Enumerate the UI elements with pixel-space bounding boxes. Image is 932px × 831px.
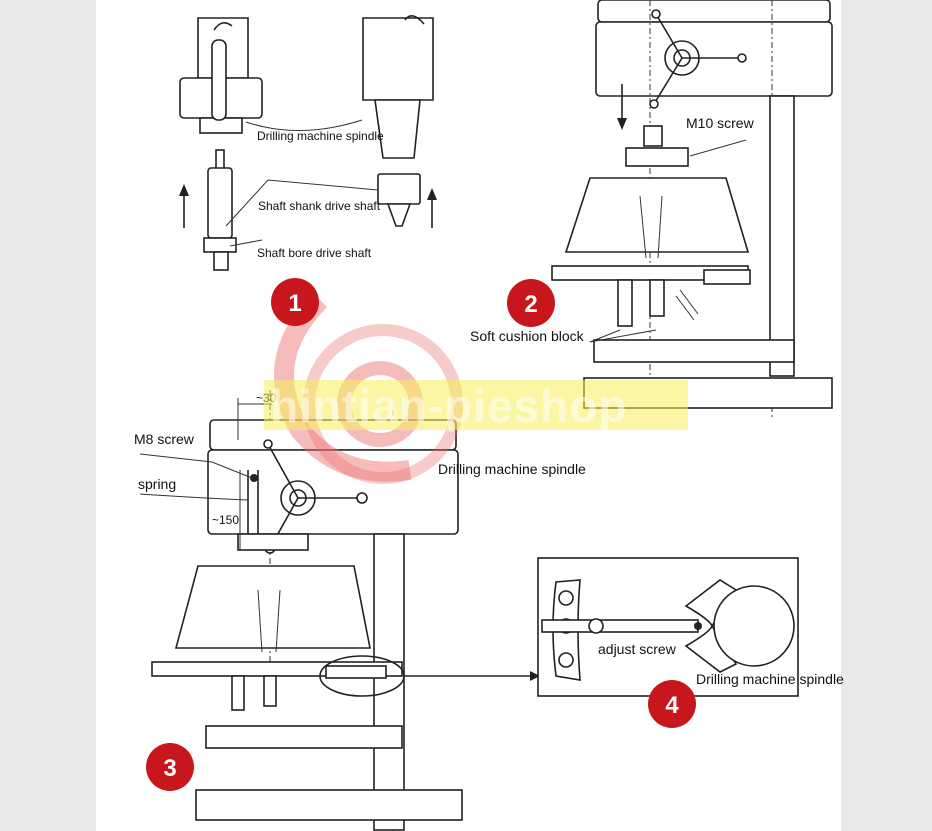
label-spindle-top: Drilling machine spindle — [257, 129, 384, 143]
panel-1-spindle-parts: Drilling machine spindle Shaft shank dri… — [179, 15, 437, 271]
label-shank-drive-shaft: Shaft shank drive shaft — [258, 199, 381, 213]
label-soft-cushion-block: Soft cushion block — [470, 328, 585, 344]
step-number-2: 2 — [524, 291, 537, 318]
label-spindle-mid: Drilling machine spindle — [438, 461, 586, 477]
step-badge-1: 1 — [271, 278, 319, 326]
label-spring: spring — [138, 476, 176, 492]
step-badge-2: 2 — [507, 279, 555, 327]
panel-2-drill-head: M10 screw Soft cushion block — [470, 0, 833, 420]
right-margin — [841, 0, 932, 831]
step-number-1: 1 — [288, 290, 301, 317]
watermark: hintian-pieshop — [264, 292, 688, 484]
label-m8-screw: M8 screw — [134, 431, 195, 447]
watermark-text: hintian-pieshop — [270, 380, 627, 432]
label-spindle-detail: Drilling machine spindle — [696, 671, 844, 687]
label-adjust-screw: adjust screw — [598, 641, 677, 657]
dim-150: ~150 — [212, 513, 239, 527]
step-badge-4: 4 — [648, 680, 696, 728]
step-number-3: 3 — [163, 755, 176, 782]
panel-4-adjust-detail: adjust screw Drilling machine spindle — [537, 557, 844, 697]
label-bore-drive-shaft: Shaft bore drive shaft — [257, 246, 372, 260]
panel-3-drill-press: ~30 ~150 M8 screw spring Drilling machin… — [134, 390, 586, 831]
left-margin — [0, 0, 96, 831]
step-badge-3: 3 — [146, 743, 194, 791]
label-m10-screw: M10 screw — [686, 115, 755, 131]
step-number-4: 4 — [665, 692, 679, 719]
